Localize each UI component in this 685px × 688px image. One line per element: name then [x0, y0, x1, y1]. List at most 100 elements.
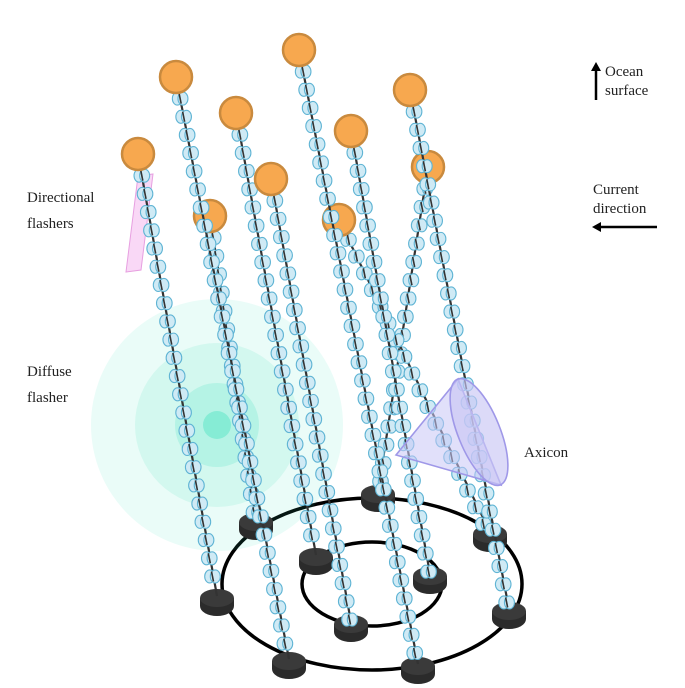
optical-module	[362, 236, 380, 251]
optical-module	[405, 254, 423, 269]
optical-module	[378, 500, 396, 515]
optical-module	[443, 304, 461, 319]
optical-module	[453, 359, 471, 374]
string-anchor-top	[272, 652, 306, 670]
detector-string	[392, 72, 526, 629]
optical-module	[276, 636, 294, 651]
optical-module	[340, 232, 357, 247]
optical-module	[155, 296, 173, 311]
optical-module	[329, 246, 347, 261]
optical-module	[282, 284, 300, 299]
optical-module	[349, 163, 367, 178]
buoy	[218, 95, 254, 131]
optical-module	[477, 486, 495, 501]
optical-module	[296, 491, 314, 506]
optical-module	[252, 509, 269, 524]
optical-module	[402, 627, 420, 642]
optical-module	[149, 259, 167, 274]
optical-module	[494, 577, 512, 592]
optical-module	[498, 595, 515, 610]
string-anchor-top	[200, 589, 234, 607]
current-direction-label-line1: Current	[593, 182, 639, 198]
optical-module	[375, 309, 393, 324]
optical-module	[318, 485, 336, 500]
optical-module	[206, 273, 224, 288]
optical-module	[285, 302, 303, 317]
optical-module	[312, 155, 329, 170]
optical-module	[159, 314, 176, 329]
optical-module	[368, 273, 386, 288]
optical-module	[364, 427, 382, 443]
optical-module	[231, 127, 249, 142]
optical-module	[399, 291, 417, 306]
optical-module	[419, 177, 437, 192]
optical-module	[381, 518, 399, 533]
optical-module	[162, 332, 180, 347]
optical-module	[295, 357, 313, 372]
axicon-cone	[394, 377, 509, 487]
optical-module	[384, 364, 402, 379]
optical-module	[371, 464, 389, 479]
detector-string	[218, 95, 333, 575]
optical-module	[392, 573, 410, 588]
current-direction-left-arrow	[592, 222, 657, 232]
optical-module	[334, 576, 352, 591]
optical-module	[446, 322, 464, 337]
optical-module	[224, 364, 241, 379]
optical-module	[410, 510, 428, 525]
optical-module	[139, 205, 157, 220]
optical-module	[388, 555, 406, 570]
ocean-surface-label-line2: surface	[605, 83, 649, 99]
diffuse-flasher-label-line1: Diffuse	[27, 364, 72, 380]
optical-module	[305, 412, 323, 427]
optical-module	[450, 340, 467, 356]
optical-module	[399, 609, 417, 624]
optical-module	[196, 218, 213, 233]
optical-module	[194, 514, 212, 529]
string-anchor-top	[401, 657, 435, 675]
optical-module	[292, 339, 310, 354]
optical-module	[331, 557, 349, 572]
optical-module	[348, 249, 365, 264]
optical-module	[321, 503, 339, 518]
optical-module	[251, 236, 268, 251]
string-anchor-top	[299, 548, 333, 566]
optical-module	[305, 119, 322, 134]
optical-module	[459, 483, 476, 498]
detector-string	[281, 32, 435, 684]
optical-module	[178, 423, 196, 438]
directional-flashers-label: Directional flashers	[27, 189, 94, 234]
optical-module	[241, 454, 259, 470]
optical-module	[272, 230, 290, 245]
optical-module	[388, 382, 405, 397]
optical-module	[234, 145, 252, 160]
directional-flashers-label-line1: Directional	[27, 190, 95, 206]
optical-module	[484, 522, 502, 537]
optical-module	[481, 504, 498, 519]
optical-module	[347, 337, 364, 352]
buoy	[392, 72, 428, 108]
optical-module	[380, 419, 398, 434]
optical-module	[368, 446, 385, 461]
optical-module	[200, 551, 218, 566]
optical-module	[341, 612, 358, 627]
optical-module	[315, 173, 333, 188]
optical-module	[372, 291, 389, 306]
optical-module	[411, 383, 429, 398]
detector-string	[120, 136, 234, 616]
optical-module	[308, 137, 326, 152]
directional-flashers-label-line2: flashers	[27, 216, 74, 232]
optical-module	[273, 618, 290, 633]
current-direction-label-line2: direction	[593, 201, 647, 217]
optical-module	[324, 521, 342, 536]
optical-module	[231, 400, 248, 415]
optical-module	[188, 478, 205, 493]
optical-module	[289, 321, 306, 336]
optical-module	[356, 200, 373, 215]
optical-module	[255, 527, 273, 542]
axicon-label: Axicon	[524, 445, 569, 461]
detector-string	[158, 59, 306, 679]
optical-module	[404, 473, 421, 488]
optical-module	[322, 209, 340, 225]
